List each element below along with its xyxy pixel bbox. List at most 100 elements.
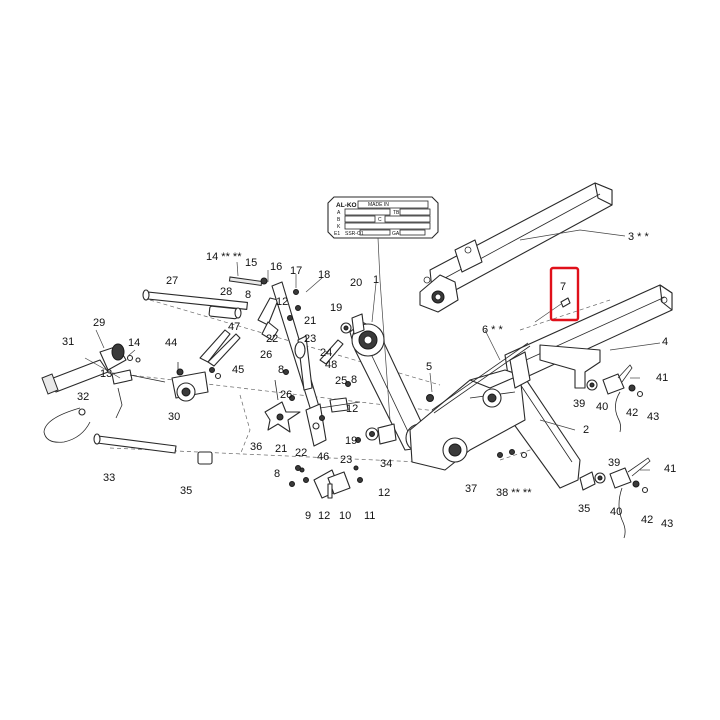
- part-6-long-rod: [431, 342, 531, 414]
- callout-35a: 35: [180, 485, 192, 497]
- callout-8b: 8: [278, 364, 284, 376]
- callout-10: 10: [339, 510, 351, 522]
- callout-41a: 41: [656, 372, 668, 384]
- callout-5: 5: [426, 361, 432, 373]
- callout-18: 18: [318, 269, 330, 281]
- callout-45: 45: [232, 364, 244, 376]
- callout-20: 20: [350, 277, 362, 289]
- parts-27-28: [142, 276, 268, 320]
- callout-25: 25: [335, 375, 347, 387]
- callout-8c: 8: [351, 374, 357, 386]
- highlight-frame-part-7: [549, 266, 580, 322]
- part-4-lower-drawbar: [504, 284, 673, 389]
- plate-field: SSR-O1: [345, 231, 364, 237]
- callout-28: 28: [220, 286, 232, 298]
- parts-30-44-45-bracket: [171, 329, 241, 402]
- callout-44: 44: [165, 337, 177, 349]
- callout-4: 4: [662, 336, 668, 348]
- callout-34: 34: [380, 458, 392, 470]
- callout-46: 46: [317, 451, 329, 463]
- callout-32: 32: [77, 391, 89, 403]
- part-36-star-knob: [264, 379, 301, 433]
- callout-35b: 35: [578, 503, 590, 515]
- callout-33: 33: [103, 472, 115, 484]
- plate-brand: AL-KO: [336, 202, 357, 209]
- callout-16: 16: [270, 261, 282, 273]
- plate-field: TB: [393, 210, 400, 216]
- callout-2: 2: [583, 424, 589, 436]
- plate-field: E1: [334, 231, 340, 237]
- callout-30: 30: [168, 411, 180, 423]
- callout-19b: 19: [345, 435, 357, 447]
- part-7-pin: [534, 297, 571, 323]
- callout-43b: 43: [661, 518, 673, 530]
- parts-19-20-34: [340, 313, 397, 445]
- plate-field: B: [337, 217, 341, 223]
- part-3-upper-drawbar: [419, 182, 613, 313]
- callout-37: 37: [465, 483, 477, 495]
- callout-43a: 43: [647, 411, 659, 423]
- right-hardware-lower: [579, 457, 651, 539]
- callout-8d: 8: [274, 468, 280, 480]
- lever-group: [257, 281, 344, 415]
- right-hardware-upper: [586, 364, 644, 433]
- plate-field: GA: [392, 231, 400, 237]
- callout-21a: 21: [304, 315, 316, 327]
- callout-1: 1: [373, 274, 379, 286]
- callout-6: 6 * *: [482, 324, 504, 336]
- callout-36: 36: [250, 441, 262, 453]
- callout-23a: 23: [304, 333, 316, 345]
- callout-38: 38 ** **: [496, 487, 532, 499]
- washers-37-38: [497, 449, 528, 459]
- callout-31: 31: [62, 336, 74, 348]
- plate-field: K: [337, 224, 341, 230]
- part-5-bolt: [426, 394, 434, 402]
- bottom-bracket-group: [289, 465, 363, 499]
- callout-26a: 26: [260, 349, 272, 361]
- callout-40a: 40: [596, 401, 608, 413]
- callout-13: 13: [100, 368, 112, 380]
- central-housing: [409, 351, 531, 471]
- callout-21b: 21: [275, 443, 287, 455]
- callout-3: 3 * *: [628, 231, 650, 243]
- callout-39b: 39: [608, 457, 620, 469]
- callout-29: 29: [93, 317, 105, 329]
- plate-field: MADE IN: [368, 202, 389, 208]
- plate-field: A: [337, 210, 341, 216]
- callout-27: 27: [166, 275, 178, 287]
- callout-40b: 40: [610, 506, 622, 518]
- callout-labels: 1 2 3 * * 4 5 6 * * 7 8 8 8 8 9 10 11 12…: [62, 231, 676, 530]
- callout-23b: 23: [340, 454, 352, 466]
- part-32-cord: [43, 407, 91, 443]
- callout-12c: 12: [378, 487, 390, 499]
- callout-14a: 14 ** **: [206, 251, 242, 263]
- parts-13-14-31-pto: [41, 343, 166, 419]
- callout-15: 15: [245, 257, 257, 269]
- callout-14b: 14: [128, 337, 140, 349]
- callout-7: 7: [560, 281, 566, 293]
- callout-47: 47: [228, 321, 240, 333]
- callout-8a: 8: [245, 289, 251, 301]
- plate-field: C: [378, 217, 382, 223]
- identification-plate: AL-KO MADE IN A TB B C K E1 SSR-O1 GA: [327, 196, 439, 421]
- callout-41b: 41: [664, 463, 676, 475]
- part-33-axle: [93, 433, 177, 454]
- part-35-spacer-left: [197, 451, 213, 465]
- callout-26b: 26: [280, 389, 292, 401]
- callout-12b: 12: [346, 403, 358, 415]
- callout-39a: 39: [573, 398, 585, 410]
- callout-22b: 22: [295, 447, 307, 459]
- callout-22a: 22: [266, 333, 278, 345]
- callout-42a: 42: [626, 407, 638, 419]
- callout-11: 11: [364, 510, 375, 522]
- part-46-pivot-link: [305, 381, 361, 447]
- callout-12d: 12: [318, 510, 330, 522]
- callout-17: 17: [290, 265, 302, 277]
- callout-19a: 19: [330, 302, 342, 314]
- leader-lines: [84, 229, 661, 471]
- callout-24: 24: [320, 347, 332, 359]
- callout-42b: 42: [641, 514, 653, 526]
- callout-12a: 12: [276, 296, 288, 308]
